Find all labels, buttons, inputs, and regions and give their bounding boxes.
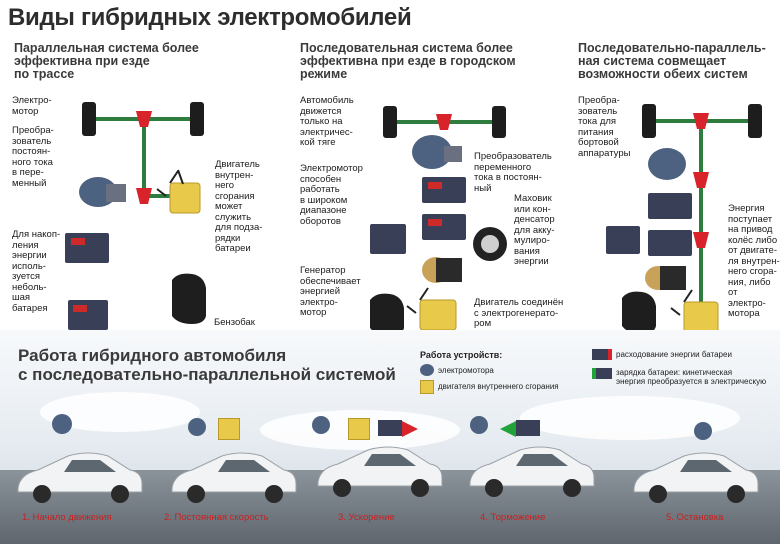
fuel-tank-icon <box>172 273 206 324</box>
stage-label: 3. Ускорение <box>338 512 395 523</box>
engine-icon <box>169 182 201 214</box>
converter-icon <box>65 233 109 263</box>
parallel-diagram <box>65 102 206 330</box>
heading-line: режиме <box>300 67 348 81</box>
heading-line: Последовательная система более <box>300 41 513 55</box>
label-motor: Электро-мотор <box>12 95 52 117</box>
fuel-tank-icon <box>370 293 404 336</box>
heading-line: ная система совмещает <box>578 54 727 68</box>
differential <box>136 188 152 204</box>
differential <box>693 232 709 248</box>
wheel <box>82 102 96 136</box>
differential <box>436 114 452 130</box>
stage4-battery-icon <box>516 420 540 436</box>
car-icon <box>17 452 143 503</box>
stage1-motor-icon <box>52 414 72 434</box>
series-diagram <box>370 106 507 336</box>
motor-legend-icon <box>420 364 434 376</box>
differential <box>693 113 709 129</box>
battery-icon <box>68 300 108 330</box>
engine-icon <box>683 301 719 333</box>
wheel <box>383 106 397 138</box>
heading-parallel: Параллельная система более эффективна пр… <box>14 42 264 81</box>
legend: Работа устройств: <box>420 350 502 360</box>
battery-icon <box>370 224 406 254</box>
label-fuel-tank: Бензобак <box>214 317 255 328</box>
heading-line: возможности обеих систем <box>578 67 748 81</box>
legend-battery-use: расходование энергии батареи <box>616 350 732 359</box>
legend-engine: двигателя внутреннего сгорания <box>438 382 559 391</box>
stage-label: 1. Начало движения <box>22 512 112 523</box>
battery-icon <box>606 226 640 254</box>
engine-icon <box>419 299 457 331</box>
differential <box>693 172 709 188</box>
engine-fan <box>156 169 184 197</box>
fuel-tank-icon <box>622 291 656 334</box>
stage-label: 5. Остановка <box>666 512 724 523</box>
stage3-battery-icon <box>378 420 402 436</box>
stage2-motor-icon <box>188 418 206 436</box>
wheel <box>748 104 762 138</box>
converter-icon <box>648 193 692 219</box>
heading-line: Последовательно-параллель- <box>578 41 766 55</box>
motor-icon <box>648 148 686 180</box>
legend-motor: электромотора <box>438 366 494 375</box>
stage4-charge-arrow-icon <box>500 421 516 437</box>
heading-line: эффективна при езде <box>14 54 150 68</box>
heading-line: по трассе <box>14 67 75 81</box>
battery-use-legend-icon <box>592 349 612 360</box>
legend-battery-charge: зарядка батареи: кинетическая энергия пр… <box>616 368 767 386</box>
converter-icon <box>422 214 466 240</box>
diagrams-graphic <box>65 102 762 336</box>
wheel <box>492 106 506 138</box>
differential <box>136 111 152 127</box>
heading-line: Параллельная система более <box>14 41 199 55</box>
stage-label: 2. Постоянная скорость <box>164 512 269 523</box>
engine-legend-icon <box>420 380 434 394</box>
wheel <box>642 104 656 138</box>
stage4-motor-icon <box>470 416 488 434</box>
battery-charge-legend-icon <box>592 368 612 379</box>
stage5-motor-icon <box>694 422 712 440</box>
legend-heading: Работа устройств: <box>420 350 503 360</box>
series-parallel-diagram <box>606 104 762 334</box>
car-icon <box>171 452 297 503</box>
car-icon <box>469 446 595 497</box>
motor-body <box>106 184 126 202</box>
stage2-engine-icon <box>218 418 240 440</box>
heading-series: Последовательная система более эффективн… <box>300 42 560 81</box>
converter-icon <box>648 230 692 256</box>
converter-icon <box>422 177 466 203</box>
motor-icon <box>412 135 452 169</box>
stage3-motor-icon <box>312 416 330 434</box>
car-icon <box>633 452 759 503</box>
stage3-discharge-arrow-icon <box>402 421 418 437</box>
label-converter: Преобра-зователь постоян-ного тока в пер… <box>12 125 54 189</box>
heading-series-parallel: Последовательно-параллель- ная система с… <box>578 42 778 81</box>
page-title: Виды гибридных электромобилей <box>8 4 412 31</box>
cars-graphic <box>17 446 759 503</box>
bottom-title: Работа гибридного автомобиля с последова… <box>18 346 396 384</box>
wheel <box>190 102 204 136</box>
car-icon <box>317 446 443 497</box>
stage3-engine-icon <box>348 418 370 440</box>
heading-line: эффективна при езде в городском <box>300 54 516 68</box>
stage-label: 4. Торможение <box>480 512 546 523</box>
